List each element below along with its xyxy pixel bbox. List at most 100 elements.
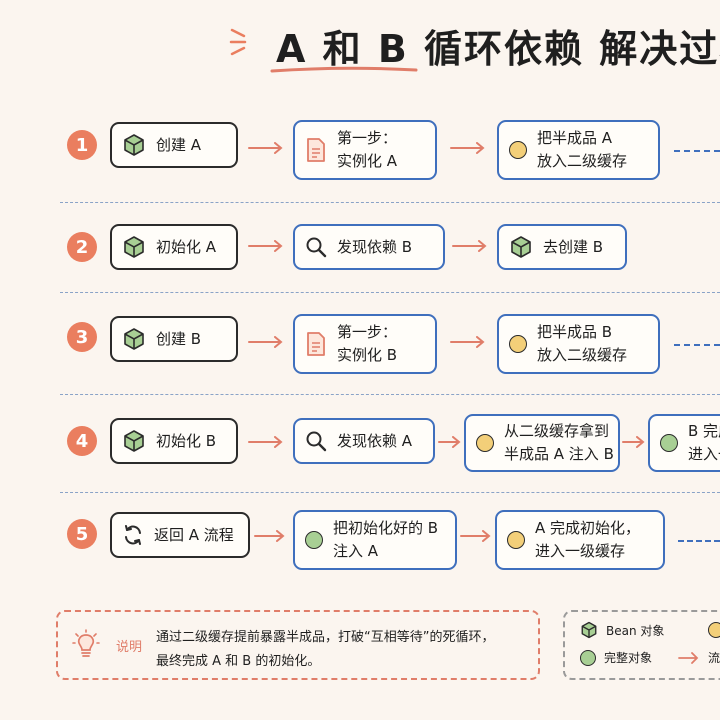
legend-bean: Bean 对象	[580, 621, 664, 639]
continuation-line	[678, 540, 720, 542]
half-product-icon	[476, 434, 494, 452]
step4-inject-a-box: 从二级缓存拿到 半成品 A 注入 B	[464, 414, 620, 472]
title-underline	[270, 66, 418, 73]
page-title: A 和 B 循环依赖 解决过程	[276, 27, 720, 71]
search-icon	[305, 430, 327, 452]
complete-object-icon	[305, 531, 323, 549]
step-number-1: 1	[67, 130, 97, 160]
continuation-line	[674, 150, 720, 152]
cube-icon	[580, 621, 598, 639]
flow-arrow	[452, 240, 487, 252]
step1-cache-line2: 放入二级缓存	[537, 152, 628, 170]
step4-inject-line2: 半成品 A 注入 B	[504, 445, 614, 463]
row-divider	[60, 394, 720, 395]
step1-cache-a-box: 把半成品 A 放入二级缓存	[497, 120, 660, 180]
step-number-3: 3	[67, 322, 97, 352]
step-number-2: 2	[67, 232, 97, 262]
complete-object-icon	[580, 649, 596, 666]
step3-cache-b-box: 把半成品 B 放入二级缓存	[497, 314, 660, 374]
step4-b-complete-box: B 完成 进入一	[648, 414, 720, 472]
search-icon	[305, 236, 327, 258]
step5-inject-line2: 注入 A	[333, 542, 379, 560]
step3-cache-line1: 把半成品 B	[537, 323, 613, 341]
step5-complete-line1: A 完成初始化，	[535, 519, 641, 537]
flow-arrow	[460, 530, 491, 542]
step4-complete-line2: 进入一	[688, 445, 720, 463]
note-text: 通过二级缓存提前暴露半成品，打破“互相等待”的死循环， 最终完成 A 和 B 的…	[156, 626, 494, 674]
sparkle-decoration	[229, 28, 247, 56]
legend-complete-label: 完整对象	[604, 651, 653, 665]
flow-arrow	[248, 142, 283, 154]
step3-create-b-box: 创建 B	[110, 316, 238, 362]
document-icon	[305, 137, 327, 163]
flow-arrow	[254, 530, 285, 542]
step1-instantiate-line1: 第一步：	[337, 129, 398, 147]
flow-arrow	[450, 336, 485, 348]
step3-instantiate-line2: 实例化 B	[337, 346, 398, 364]
note-line-2: 最终完成 A 和 B 的初始化。	[156, 654, 321, 669]
half-product-icon	[509, 335, 527, 353]
cube-icon	[122, 429, 146, 453]
step5-complete-line2: 进入一级缓存	[535, 542, 626, 560]
complete-object-icon	[660, 434, 678, 452]
cube-icon	[509, 235, 533, 259]
legend-complete: 完整对象	[580, 649, 652, 666]
flow-arrow	[450, 142, 485, 154]
step4-complete-line1: B 完成	[688, 422, 720, 440]
step5-return-a-label: 返回 A 流程	[154, 525, 234, 544]
step3-create-b-label: 创建 B	[156, 329, 202, 348]
step4-find-dep-a-label: 发现依赖 A	[337, 431, 413, 450]
row-divider	[60, 202, 720, 203]
step1-instantiate-line2: 实例化 A	[337, 152, 398, 170]
cube-icon	[122, 133, 146, 157]
row-divider	[60, 292, 720, 293]
step2-find-dep-b-box: 发现依赖 B	[293, 224, 445, 270]
step2-create-b-box: 去创建 B	[497, 224, 627, 270]
step4-inject-line1: 从二级缓存拿到	[504, 422, 610, 440]
flow-arrow	[622, 436, 645, 448]
step4-init-b-box: 初始化 B	[110, 418, 238, 464]
step5-inject-line1: 把初始化好的 B	[333, 519, 439, 537]
step2-init-a-label: 初始化 A	[156, 237, 217, 256]
cube-icon	[122, 327, 146, 351]
step3-cache-line2: 放入二级缓存	[537, 346, 628, 364]
step2-find-dep-b-label: 发现依赖 B	[337, 237, 413, 256]
refresh-icon	[122, 524, 144, 546]
flow-arrow	[248, 336, 283, 348]
legend-flow: 流程	[678, 649, 720, 666]
step-number-4: 4	[67, 426, 97, 456]
continuation-line	[674, 344, 720, 346]
note-label: 说明	[116, 639, 143, 655]
legend-flow-label: 流程	[708, 651, 720, 665]
step3-instantiate-b-box: 第一步： 实例化 B	[293, 314, 437, 374]
step5-return-a-box: 返回 A 流程	[110, 512, 250, 558]
half-product-icon	[509, 141, 527, 159]
flow-arrow	[248, 240, 283, 252]
row-divider	[60, 492, 720, 493]
half-product-icon	[507, 531, 525, 549]
lightbulb-icon	[72, 629, 100, 661]
note-panel: 说明	[56, 610, 540, 680]
step1-cache-line1: 把半成品 A	[537, 129, 613, 147]
step1-instantiate-a-box: 第一步： 实例化 A	[293, 120, 437, 180]
cube-icon	[122, 235, 146, 259]
note-line-1: 通过二级缓存提前暴露半成品，打破“互相等待”的死循环，	[156, 630, 495, 645]
legend-bean-label: Bean 对象	[606, 623, 665, 638]
flow-arrow-icon	[678, 651, 700, 664]
document-icon	[305, 331, 327, 357]
flow-arrow	[248, 436, 283, 448]
step3-instantiate-line1: 第一步：	[337, 323, 398, 341]
step1-create-a-box: 创建 A	[110, 122, 238, 168]
legend-panel	[563, 610, 720, 680]
step2-create-b-label: 去创建 B	[543, 237, 604, 256]
step4-find-dep-a-box: 发现依赖 A	[293, 418, 435, 464]
step5-inject-b-box: 把初始化好的 B 注入 A	[293, 510, 457, 570]
flow-arrow	[438, 436, 461, 448]
step5-a-complete-box: A 完成初始化， 进入一级缓存	[495, 510, 665, 570]
step1-create-a-label: 创建 A	[156, 135, 202, 154]
step-number-5: 5	[67, 519, 97, 549]
legend-half-product-icon	[708, 622, 720, 638]
step4-init-b-label: 初始化 B	[156, 431, 217, 450]
step2-init-a-box: 初始化 A	[110, 224, 238, 270]
